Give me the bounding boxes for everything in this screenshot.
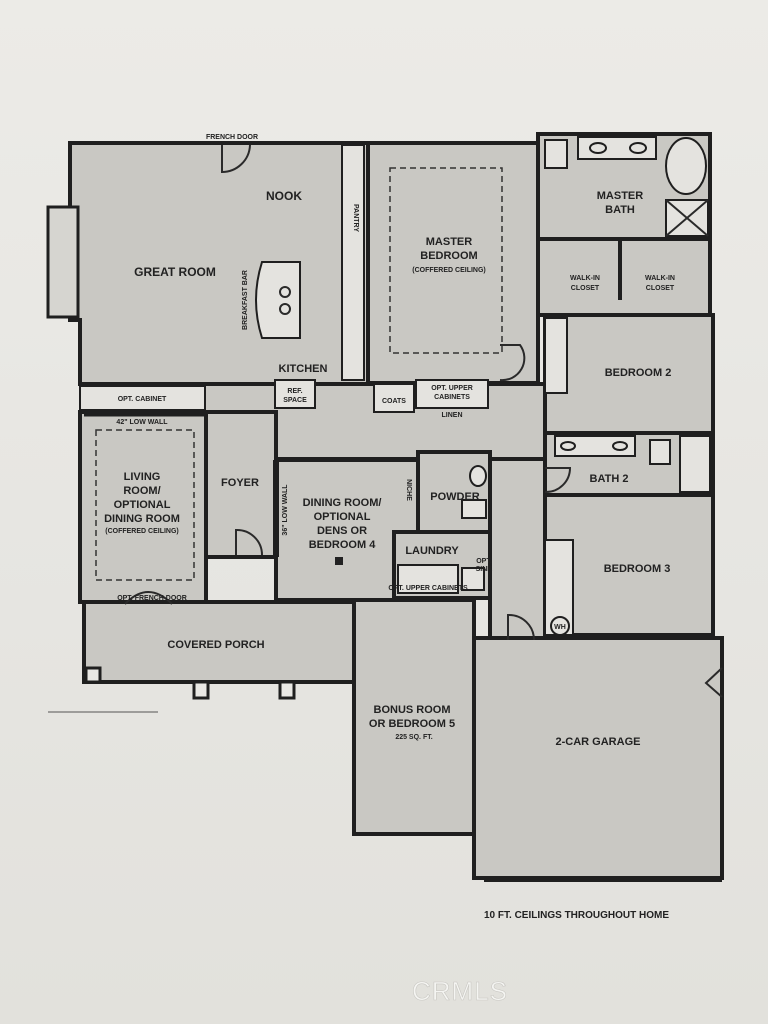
low-wall-36-label: 36" LOW WALL [282,484,289,536]
french-door-swing [221,144,251,174]
master-bath-label-2: BATH [605,204,635,216]
linen-label: LINEN [442,412,463,419]
opt-cabinet-label: OPT. CABINET [118,396,167,403]
powder-toilet [461,499,487,519]
living-room-label-1: LIVING [124,471,161,483]
living-room-label-2: ROOM/ [123,485,160,497]
opt-french-door-label: OPT. FRENCH DOOR [117,595,187,602]
low-wall-42-label: 42" LOW WALL [116,419,168,426]
master-toilet [544,139,568,169]
bath-2-label: BATH 2 [590,473,629,485]
breakfast-bar-label: BREAKFAST BAR [242,270,249,330]
laundry-label: LAUNDRY [405,545,459,557]
master-bedroom-label-1: MASTER [426,236,473,248]
opt-sink-label-2: SINK [476,566,493,573]
upper-cabinets-label-1: OPT. UPPER [431,385,473,392]
fireplace [46,205,80,319]
laundry-cabinets-label: OPT. UPPER CABINETS [388,585,468,592]
bedroom-2-closet [544,317,568,394]
bath-2-tub [679,435,711,493]
powder-sink [469,465,487,487]
water-heater [550,616,570,636]
nook-label: NOOK [266,189,302,203]
walk-in-closet-1-label-1: WALK-IN [570,275,600,282]
kitchen-label: KITCHEN [279,363,328,375]
master-bath-label-1: MASTER [597,190,644,202]
living-room-label-4: DINING ROOM [104,513,180,525]
bonus-room-label-2: OR BEDROOM 5 [369,718,455,730]
dining-room-label-3: DENS OR [317,525,367,537]
bonus-room-label-1: BONUS ROOM [374,704,451,716]
garage-label: 2-CAR GARAGE [556,736,641,748]
ref-space [274,379,316,409]
walk-in-closet-1-label-2: CLOSET [571,285,600,292]
powder-label: POWDER [430,491,480,503]
bonus-room-size: 225 SQ. FT. [395,734,432,741]
watermark: CRMLS [412,976,508,1006]
living-coffered-ceiling [95,429,195,581]
garage-door-swing [507,613,535,641]
linen-closet [415,379,489,409]
entry-door-swing [235,528,263,556]
laundry-sink [461,567,485,591]
french-door-label: FRENCH DOOR [206,134,258,141]
side-hall-area [488,457,547,643]
walk-in-closets-area [536,237,712,317]
master-bedroom-area [366,141,540,385]
kitchen-island [255,261,301,339]
walk-in-closet-2-label-2: CLOSET [646,285,675,292]
bedroom-3-label: BEDROOM 3 [604,563,671,575]
ref-space-label-1: REF. [287,388,302,395]
living-room-label-3: OPTIONAL [114,499,171,511]
pantry-label: PANTRY [352,204,359,232]
master-tub [665,137,707,195]
master-coffered-ceiling [389,167,503,354]
master-door-swing [499,344,526,382]
garage-area [472,636,724,880]
walk-in-closet-2-label-1: WALK-IN [645,275,675,282]
bedroom-2-label: BEDROOM 2 [605,367,672,379]
opt-french-door-swing [124,591,173,605]
laundry-cabinets [397,564,459,594]
dining-light [335,557,343,565]
opt-sink-label-1: OPT. [476,558,492,565]
dining-room-label-1: DINING ROOM/ [303,497,382,509]
coats-label: COATS [382,398,406,405]
wh-label: WH [554,624,566,631]
bonus-room-area [352,598,476,836]
ref-space-label-2: SPACE [283,397,307,404]
great-room-area [68,141,370,386]
covered-porch-area [82,600,356,684]
bath-2-vanity [554,435,636,457]
bath-2-door-swing [544,467,572,494]
bedroom-2-area [543,313,715,435]
foyer-label: FOYER [221,477,259,489]
bath-2-toilet [649,439,671,465]
living-room-note: (COFFERED CEILING) [105,528,179,535]
master-bedroom-label-2: BEDROOM [420,250,477,262]
kitchen-counter [341,144,365,381]
coats-closet [373,383,415,413]
great-room-label: GREAT ROOM [134,265,216,279]
upper-cabinets-label-2: CABINETS [434,394,470,401]
dining-room-label-4: BEDROOM 4 [309,539,377,551]
covered-porch-label: COVERED PORCH [167,639,264,651]
opt-cabinet [79,385,206,411]
ceiling-note: 10 FT. CEILINGS THROUGHOUT HOME [484,910,669,921]
dining-room-label-2: OPTIONAL [314,511,371,523]
niche-label: NICHE [405,479,412,501]
master-bedroom-note: (COFFERED CEILING) [412,267,486,274]
